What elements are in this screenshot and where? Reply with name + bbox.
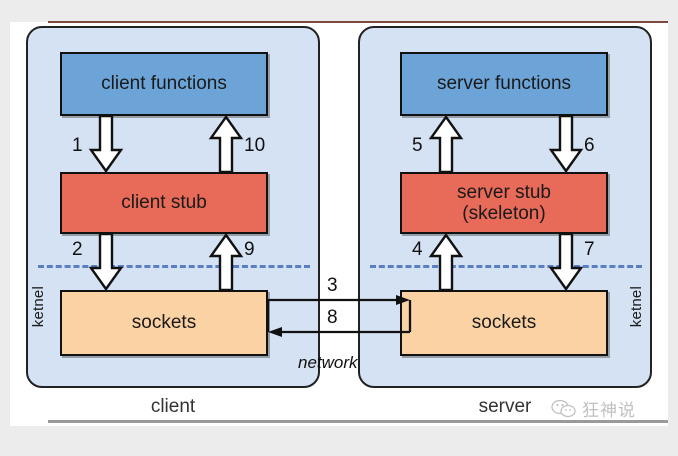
arrow-client-stub-to-fn [208,116,244,174]
client-sockets-box[interactable]: sockets [60,290,268,356]
client-caption: client [150,396,196,417]
network-label: network [298,353,358,372]
step-label-3: 3 [327,275,338,296]
step-label-8: 8 [327,307,338,328]
step-label-9: 9 [244,239,255,260]
bottom-divider-rule [48,420,668,423]
network-link-group [266,292,412,348]
server-sockets-box[interactable]: sockets [400,290,608,356]
left-gutter [0,0,10,456]
server-caption: server [478,396,532,417]
server-functions-box[interactable]: server functions [400,52,608,116]
server-stub-label-line1: server stub [457,181,551,203]
step-label-2: 2 [72,239,83,260]
server-stub-label-line2: (skeleton) [462,203,546,224]
arrow-client-sockets-to-stub [208,234,244,292]
client-kernel-divider [38,265,310,268]
top-divider-rule [48,21,668,23]
client-stub-box[interactable]: client stub [60,172,268,234]
step-label-1: 1 [72,135,83,156]
server-kernel-side-label: ketnel [628,286,645,328]
client-functions-box[interactable]: client functions [60,52,268,116]
server-stub-box[interactable]: server stub (skeleton) [400,172,608,234]
step-label-10: 10 [244,135,266,156]
wechat-icon [551,399,577,419]
arrow-client-fn-to-stub [88,116,124,174]
step-label-6: 6 [584,135,595,156]
step-label-4: 4 [412,239,423,260]
arrow-client-stub-to-sockets [88,234,124,292]
arrow-server-stub-to-sockets [548,234,584,292]
server-kernel-divider [370,265,642,268]
step-label-5: 5 [412,135,423,156]
client-kernel-side-label: ketnel [30,286,47,328]
arrow-server-sockets-to-stub [428,234,464,292]
step-label-7-value: 7 [584,239,595,260]
watermark-text: 狂神说 [582,401,636,421]
arrow-server-fn-to-stub [548,116,584,174]
arrow-server-stub-to-fn [428,116,464,174]
watermark: 狂神说 [551,396,636,421]
